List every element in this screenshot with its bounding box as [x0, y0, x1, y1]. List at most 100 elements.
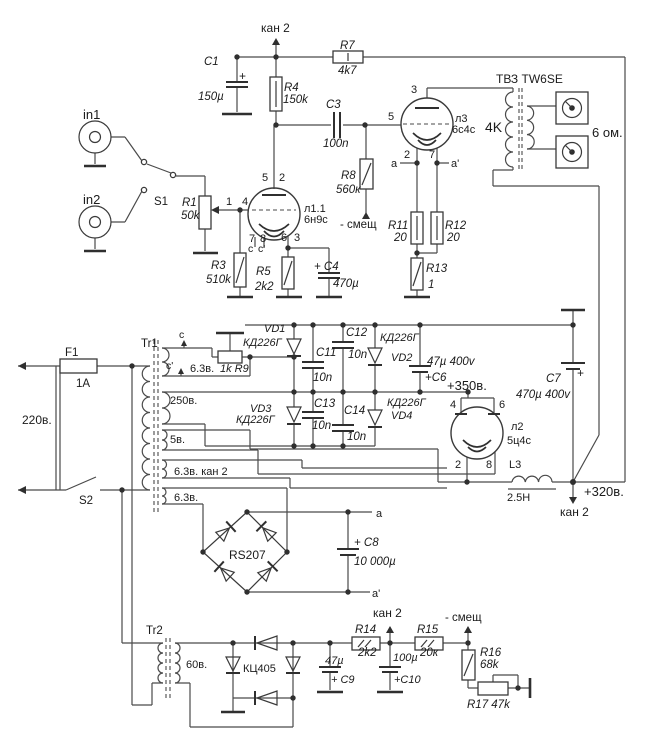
input-jack-in2 [78, 205, 112, 239]
diode-VD4 [367, 409, 383, 427]
c2-arrow-icon [178, 368, 184, 374]
label-c14-ref: C14 [344, 405, 365, 417]
v320-down-arrow [569, 497, 577, 504]
tr1-63v-winding [161, 487, 167, 505]
label-tube1-ref: л1.1 [304, 203, 326, 215]
label-a2-top: а' [451, 158, 459, 170]
label-r14-ref: R14 [355, 624, 376, 636]
label-tube3-pin2: 2 [404, 149, 410, 161]
transformer-tr1 [141, 347, 171, 505]
label-ot-ratio: 4K [485, 119, 503, 135]
output-jacks [555, 91, 589, 169]
label-tube1-type: 6н9с [304, 214, 328, 226]
label-r3-ref: R3 [211, 260, 226, 272]
dashed-lines [153, 88, 523, 700]
label-bias-bot: - смещ [445, 612, 482, 624]
diode-kc405-bottom [255, 690, 278, 706]
tr2-primary [157, 642, 164, 684]
label-tr1: Tr1 [141, 338, 158, 350]
label-r9: 1k R9 [220, 363, 249, 375]
label-s1: S1 [154, 196, 168, 208]
label-w60: 60в. [186, 659, 207, 671]
label-c11-val: 10n [313, 372, 332, 384]
label-heater1-val: 6.3в. [190, 363, 214, 375]
label-c9-val: 47µ [325, 655, 344, 667]
tr1-5v-winding [161, 429, 168, 451]
label-c13-ref: C13 [314, 398, 336, 410]
label-vd2-ref: VD2 [391, 352, 412, 364]
label-r5-val: 2k2 [254, 281, 274, 293]
fuse-F1 [59, 358, 98, 374]
diode-kc405-right [285, 656, 301, 673]
transformer-tr2 [157, 642, 181, 684]
label-tube3-pin7: 7 [429, 149, 435, 161]
label-c8-ref: + С8 [354, 537, 379, 549]
label-c13-val: 10n [312, 420, 331, 432]
label-r7-val: 4k7 [338, 65, 357, 77]
potentiometer-R9 [217, 350, 243, 364]
label-c1-val: 150µ [198, 91, 224, 103]
label-tube3-pin3: 3 [411, 84, 417, 96]
label-r12-val: 20 [446, 232, 460, 244]
potentiometer-R17 [477, 681, 509, 696]
label-s2: S2 [79, 495, 93, 507]
label-tube3-type: 6с4с [452, 124, 476, 136]
label-tube1-pin6: 6 [281, 232, 287, 244]
label-r4-val: 150k [283, 94, 309, 106]
resistors [59, 50, 509, 696]
label-r15-ref: R15 [417, 624, 439, 636]
label-r1-val: 50k [181, 210, 201, 222]
label-r4-ref: R4 [284, 82, 299, 94]
label-r13-ref: R13 [426, 263, 448, 275]
label-tube3-ref: л3 [455, 113, 468, 125]
diode-VD2 [367, 347, 383, 365]
input-jack-in1 [78, 120, 112, 154]
label-c12-ref: C12 [346, 327, 368, 339]
label-tube2-pin8: 8 [486, 459, 492, 471]
label-r11-ref: R11 [388, 220, 408, 232]
label-tube1-pin2: 2 [279, 172, 285, 184]
label-tube1-pin8: 8 [260, 233, 266, 245]
label-c9-ref: + C9 [331, 674, 355, 686]
tr1-63v-kan2-winding [161, 459, 168, 479]
label-c-arrow: с [179, 329, 184, 341]
label-tube1-pin3: 3 [294, 232, 300, 244]
mains-arrow-top [18, 362, 26, 370]
label-c11-ref: C11 [316, 347, 336, 359]
label-c10-ref: +С10 [394, 674, 421, 686]
label-bias-top: - смещ [340, 219, 377, 231]
kan2-up-arrow [272, 38, 280, 45]
label-tube1-c: с [248, 243, 253, 255]
label-c14-val: 10n [347, 431, 366, 443]
label-r8-val: 560к [336, 184, 361, 196]
label-c6-ref: +C6 [425, 372, 447, 384]
label-vd3-type: КД226Г [236, 414, 276, 426]
kan2-bias-arrow [386, 626, 394, 633]
label-v350: +350в. [447, 378, 487, 393]
label-c3-val: 100n [323, 138, 349, 150]
tr2-secondary [174, 642, 181, 684]
label-c4-ref: + C4 [314, 261, 339, 273]
label-c3-ref: C3 [326, 99, 341, 111]
tube-l3-6s4s [400, 97, 454, 151]
label-mains: 220в. [22, 413, 52, 427]
label-tube2-type: 5ц4с [507, 435, 532, 447]
diode-VD3 [286, 406, 302, 424]
label-f1-val: 1А [76, 378, 90, 390]
label-vd4-type: КД226Г [387, 397, 427, 409]
label-c10-val: 100µ [393, 652, 418, 664]
mains-arrow-bottom [18, 486, 26, 494]
label-w63: 6.3в. [174, 492, 198, 504]
diode-VD1 [286, 338, 302, 356]
label-tr2: Tr2 [146, 625, 163, 637]
label-c6-val: 47µ 400v [427, 356, 476, 368]
label-rs207: RS207 [229, 548, 266, 562]
label-in1: in1 [83, 107, 100, 122]
label-r5-ref: R5 [256, 266, 271, 278]
c-arrow-icon [181, 340, 187, 346]
label-tube2-pin4: 4 [450, 399, 456, 411]
tr1-250v-winding [161, 391, 171, 425]
label-c12-val: 10n [348, 349, 367, 361]
label-r3-val: 510k [206, 274, 232, 286]
